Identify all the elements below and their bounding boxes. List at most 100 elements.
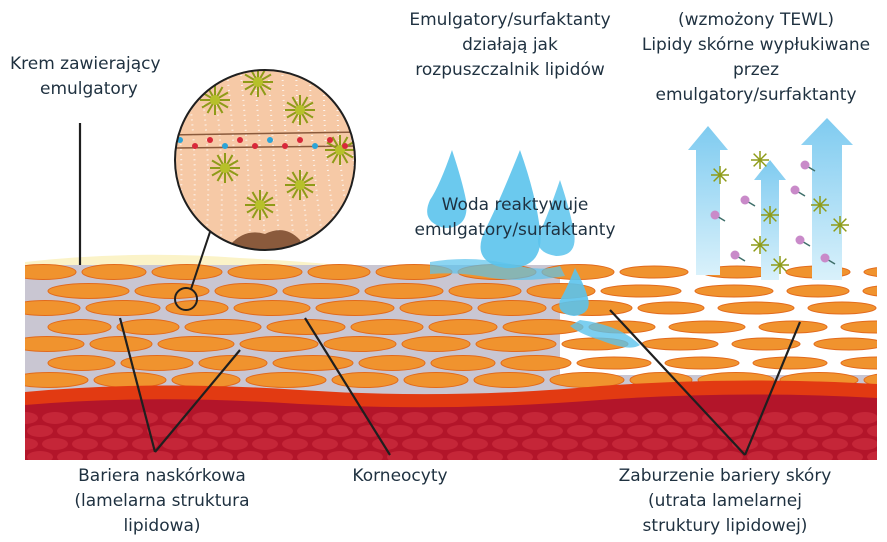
corneocyte: [10, 265, 76, 280]
disruption-label: Zaburzenie bariery skóry (utrata lamelar…: [600, 464, 850, 539]
dermis-cell: [687, 451, 713, 463]
corneocyte: [172, 373, 240, 388]
dermis-cell: [312, 438, 338, 450]
corneocyte: [267, 320, 345, 335]
dermis-cell: [372, 412, 398, 424]
corneocyte: [620, 266, 688, 278]
dermis-cell: [612, 438, 638, 450]
corneocyte: [759, 321, 827, 333]
corneocyte: [476, 337, 556, 352]
corneocyte: [753, 357, 827, 369]
dermis-cell: [57, 425, 83, 437]
dermis-cell: [822, 438, 848, 450]
corneocyte: [404, 373, 468, 388]
corneocyte: [10, 337, 84, 352]
corneocyte: [478, 301, 546, 316]
dermis-cell: [807, 451, 833, 463]
dermis-cell: [27, 425, 53, 437]
dermis-cell: [357, 451, 383, 463]
disruption-label-line: struktury lipidowej): [600, 514, 850, 539]
dermis-cell: [717, 425, 743, 437]
disruption-label-line: (utrata lamelarnej: [600, 489, 850, 514]
dermis-cell: [552, 412, 578, 424]
dermis-cell: [252, 438, 278, 450]
dermis-cell: [327, 451, 353, 463]
corneocyte: [402, 337, 470, 352]
dermis-cell: [852, 412, 878, 424]
corneocyte: [601, 285, 681, 297]
dermis-cell: [297, 425, 323, 437]
dermis-cell: [267, 425, 293, 437]
dermis-cell: [732, 412, 758, 424]
corneocyte: [283, 284, 359, 299]
dermis-cell: [102, 412, 128, 424]
corneocyte: [117, 320, 179, 335]
barrier-label-line: Bariera naskórkowa: [52, 464, 272, 489]
corneocyte: [669, 321, 745, 333]
surfactant-arm: [754, 245, 760, 251]
corneocytes-label: Korneocyty: [330, 464, 470, 489]
dermis-cell: [462, 438, 488, 450]
dermis-cell: [612, 412, 638, 424]
corneocyte: [718, 302, 794, 314]
dermis-cell: [177, 451, 203, 463]
corneocyte: [429, 320, 497, 335]
dermis-cell: [72, 412, 98, 424]
corneocyte: [82, 265, 146, 280]
dermis-cell: [882, 412, 887, 424]
dermis-cell: [177, 425, 203, 437]
dermis-cell: [627, 451, 653, 463]
micelle-core: [253, 77, 263, 87]
dermis-cell: [822, 412, 848, 424]
dermis-cell: [462, 412, 488, 424]
surfactant: [741, 196, 756, 207]
dermis-cell: [747, 451, 773, 463]
micelle-core: [255, 200, 265, 210]
corneocyte: [240, 337, 318, 352]
corneocyte: [185, 320, 261, 335]
dermis-cell: [417, 451, 443, 463]
barrier-label-line: (lamelarna struktura: [52, 489, 272, 514]
dermis-cell: [537, 451, 563, 463]
dermis-cell: [357, 425, 383, 437]
dermis-cell: [282, 438, 308, 450]
micelle-core: [295, 180, 305, 190]
dermis-cell: [402, 438, 428, 450]
surfactant-arm: [720, 175, 726, 181]
dermis-cell: [837, 425, 863, 437]
corneocyte: [400, 301, 472, 316]
surfactant-head: [711, 211, 720, 220]
water-label: Woda reaktywuje emulgatory/surfaktanty: [400, 193, 630, 243]
surfactant-head: [821, 254, 830, 263]
corneocyte: [234, 301, 310, 316]
dermis-cell: [432, 438, 458, 450]
dermis-cell: [537, 425, 563, 437]
corneocyte: [86, 301, 160, 316]
corneocyte: [501, 356, 571, 371]
corneocyte: [94, 373, 166, 388]
dermis-cell: [117, 451, 143, 463]
corneocyte: [332, 373, 398, 388]
lipid-head: [312, 143, 318, 149]
surfactant-arm: [780, 259, 786, 265]
dermis-cell: [42, 438, 68, 450]
surfactant-arm: [760, 160, 766, 166]
corneocyte: [787, 285, 849, 297]
solvent-label-line: Emulgatory/surfaktanty: [390, 8, 630, 33]
solvent-label-line: rozpuszczalnik lipidów: [390, 58, 630, 83]
cream-label: Krem zawierający emulgatory: [10, 52, 161, 102]
corneocyte: [246, 373, 326, 388]
corneocyte: [577, 357, 651, 369]
corneocyte: [215, 284, 277, 299]
water-label-line: Woda reaktywuje: [400, 193, 630, 218]
dermis-cell: [12, 438, 38, 450]
dermis-cell: [657, 425, 683, 437]
corneocyte: [474, 373, 544, 388]
surfactant: [761, 206, 779, 224]
dermis-cell: [657, 451, 683, 463]
dermis-cell: [117, 425, 143, 437]
water-label-line: emulgatory/surfaktanty: [400, 218, 630, 243]
surfactant: [751, 236, 769, 254]
dermis-cell: [192, 412, 218, 424]
